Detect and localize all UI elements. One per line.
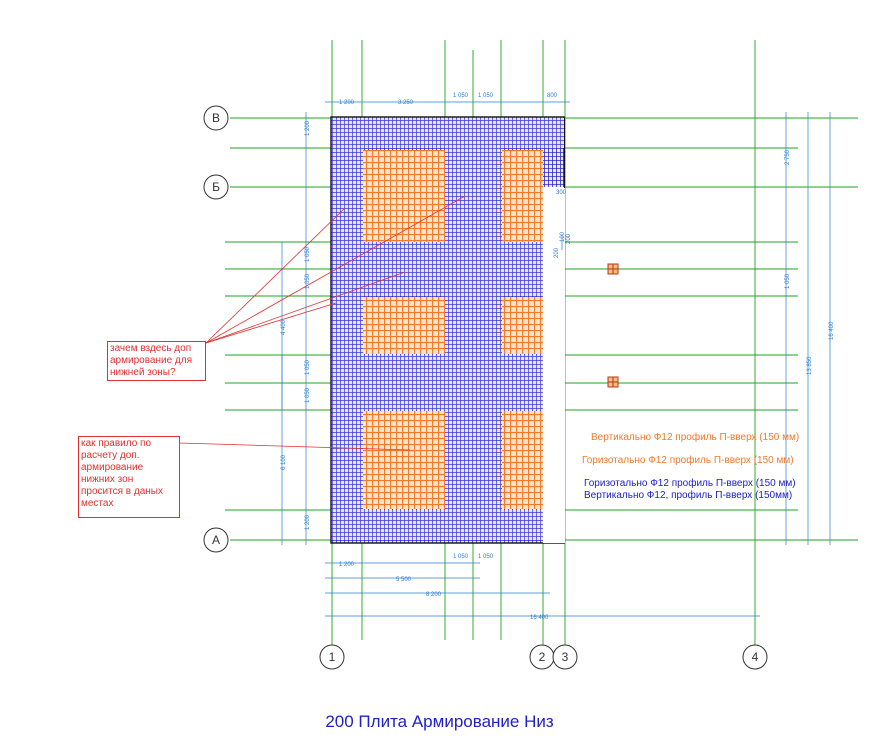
- dim-bottom-5: 8 200: [426, 592, 442, 598]
- dim-right-1: 2 750: [785, 149, 791, 165]
- orange-zone-2: [502, 150, 543, 242]
- column-markers: [607, 263, 619, 388]
- axis-label-col-3: 3: [562, 650, 569, 664]
- dim-top-3: 1 050: [453, 93, 469, 99]
- dim-right-2: 1 050: [785, 273, 791, 289]
- dim-left-3: 1 050: [305, 273, 311, 289]
- dim-bottom-6: 16 400: [530, 615, 549, 621]
- band-left: [332, 118, 362, 540]
- dim-left-overall-2: 6 100: [281, 454, 287, 470]
- dim-top-1: 1 200: [339, 100, 355, 106]
- slab: [330, 116, 565, 544]
- legend-item-4: Вертикально Ф12, профиль П-вверх (150мм): [584, 490, 793, 501]
- orange-zone-1: [363, 150, 445, 242]
- dim-small-2: 200: [554, 247, 560, 258]
- band-mid-1: [332, 242, 543, 296]
- band-center: [445, 118, 501, 540]
- dim-left-6: 1 200: [305, 514, 311, 530]
- axis-label-col-1: 1: [329, 650, 336, 664]
- dim-left-1: 1 200: [305, 120, 311, 136]
- annotation-note-1: зачем вздесь доп армирование для нижней …: [107, 341, 206, 381]
- axis-label-col-2: 2: [539, 650, 546, 664]
- axis-bubble-col-3: [552, 644, 578, 670]
- dim-left-5: 1 050: [305, 387, 311, 403]
- axis-bubble-row-a: [203, 527, 229, 553]
- dim-left-2: 1 050: [305, 246, 311, 262]
- dimension-lines: [281, 101, 831, 617]
- axis-bubble-col-4: [742, 644, 768, 670]
- orange-zone-6: [502, 411, 543, 509]
- orange-zone-4: [502, 297, 543, 354]
- orange-zone-3: [363, 297, 445, 354]
- dim-left-overall-1: 4 400: [281, 319, 287, 335]
- dim-right-3: 13 850: [807, 356, 813, 375]
- axis-label-row-b: Б: [212, 180, 220, 194]
- dim-top-4: 1 050: [478, 93, 494, 99]
- axis-bubble-row-v: [203, 105, 229, 131]
- dim-bottom-1: 1 200: [339, 562, 355, 568]
- orange-zone-5: [363, 411, 445, 509]
- axis-label-col-4: 4: [752, 650, 759, 664]
- dim-small-3: 100: [560, 231, 566, 242]
- dim-small-1: 300: [556, 190, 567, 196]
- legend-item-1: Вертикально Ф12 профиль П-вверх (150 мм): [591, 432, 800, 443]
- axis-label-row-v: В: [212, 111, 220, 125]
- dim-top-2: 3 250: [398, 100, 414, 106]
- legend-item-3: Горизотально Ф12 профиль П-вверх (150 мм…: [584, 478, 796, 489]
- axis-label-row-a: А: [212, 533, 220, 547]
- axis-bubble-row-b: [203, 174, 229, 200]
- annotation-note-2: как правило по расчету доп. армирование …: [78, 436, 180, 518]
- dim-right-4: 16 400: [829, 321, 835, 340]
- axis-bubble-col-1: [319, 644, 345, 670]
- dimension-texts: 1 200 3 250 1 050 1 050 800 1 200 5 500 …: [281, 93, 835, 621]
- dim-bottom-2: 5 500: [396, 577, 412, 583]
- axis-bubble-labels: В Б А 1 2 3 4: [212, 111, 759, 664]
- page-title: 200 Плита Армирование Низ: [325, 712, 554, 731]
- axis-bubbles: [203, 105, 768, 670]
- dim-top-5: 800: [547, 93, 558, 99]
- dim-bottom-4: 1 050: [478, 554, 494, 560]
- dim-small-4: 200: [566, 233, 572, 244]
- legend-item-2: Горизотально Ф12 профиль П-вверх (150 мм…: [582, 455, 794, 466]
- dim-left-4: 1 050: [305, 359, 311, 375]
- band-mid-2: [332, 355, 543, 410]
- band-bottom: [332, 510, 543, 540]
- dim-bottom-3: 1 050: [453, 554, 469, 560]
- note-leaders: [179, 195, 466, 451]
